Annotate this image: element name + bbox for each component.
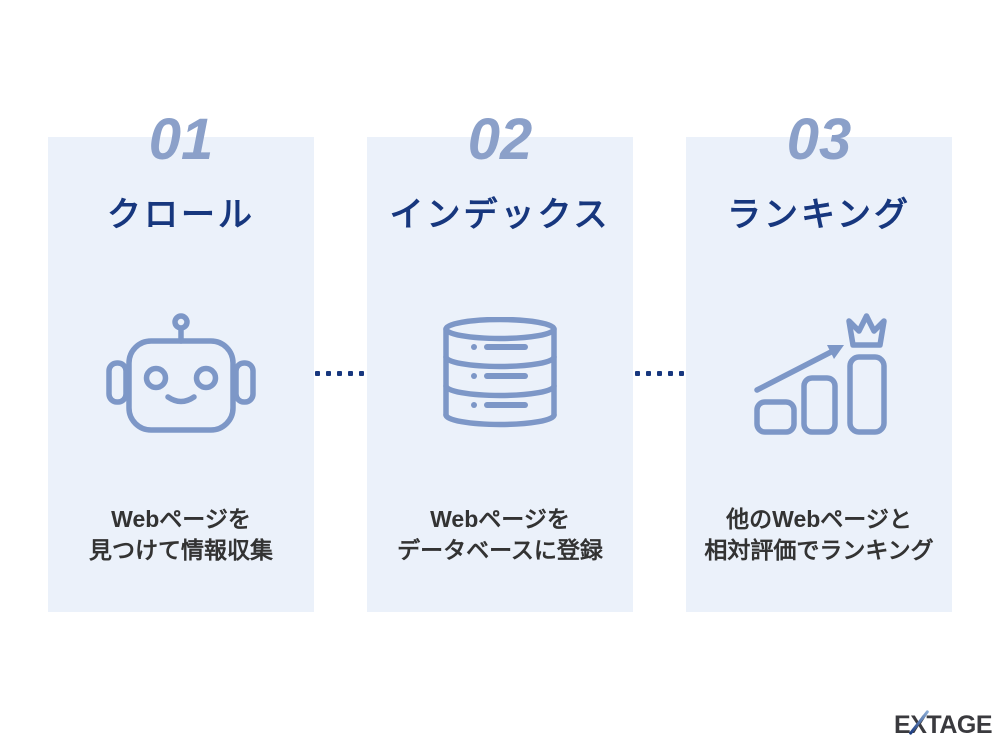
step-title: クロール xyxy=(107,196,255,234)
dot xyxy=(337,371,342,376)
dot xyxy=(635,371,640,376)
dot xyxy=(646,371,651,376)
step-number: 03 xyxy=(786,107,852,172)
extage-logo: EXTAGE xyxy=(894,711,992,740)
dots-connector xyxy=(315,371,364,376)
dot xyxy=(348,371,353,376)
step-description-line2: 見つけて情報収集 xyxy=(89,537,273,563)
step-card-index: 02 インデックス Webページを データベースに登録 xyxy=(367,111,633,612)
dot xyxy=(657,371,662,376)
dot xyxy=(359,371,364,376)
step-title: ランキング xyxy=(727,196,911,234)
dot xyxy=(315,371,320,376)
logo-text-prefix: E xyxy=(894,711,911,739)
step-description-line2: 相対評価でランキング xyxy=(704,537,934,563)
step-number: 01 xyxy=(148,107,214,172)
dot xyxy=(326,371,331,376)
step-description: 他のWebページと 相対評価でランキング xyxy=(704,504,933,566)
database-icon xyxy=(443,307,557,439)
ranking-chart-crown-icon xyxy=(752,307,887,439)
step-number: 02 xyxy=(467,107,533,172)
logo-text-suffix: TAGE xyxy=(926,711,992,739)
step-description-line1: 他のWebページと xyxy=(726,506,912,532)
step-card-crawl: 01 クロール Webページを 見つけて情報収集 xyxy=(48,111,314,612)
robot-icon xyxy=(106,307,256,439)
dot xyxy=(679,371,684,376)
logo-x-slash-icon: X xyxy=(910,711,927,739)
step-card-ranking: 03 ランキング 他のWebページと 相対評価でランキング xyxy=(686,111,952,612)
step-description: Webページを 見つけて情報収集 xyxy=(89,504,273,566)
step-title: インデックス xyxy=(389,196,611,234)
step-description: Webページを データベースに登録 xyxy=(397,504,603,566)
step-description-line2: データベースに登録 xyxy=(397,537,603,563)
step-description-line1: Webページを xyxy=(111,506,251,532)
dot xyxy=(668,371,673,376)
step-description-line1: Webページを xyxy=(430,506,570,532)
dots-connector xyxy=(635,371,684,376)
